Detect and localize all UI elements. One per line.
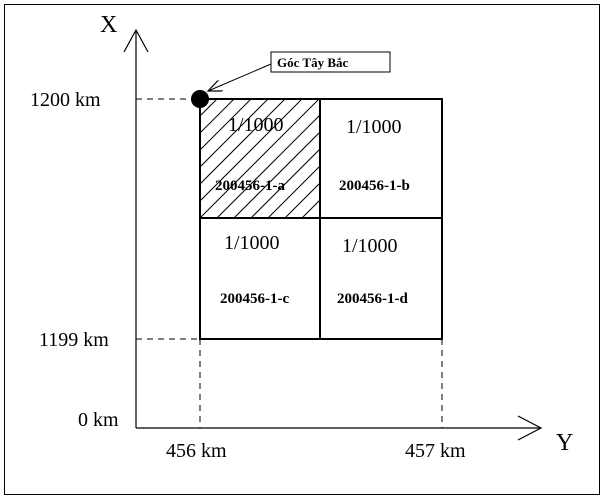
hatch-line (421, 99, 540, 218)
hatch-line (438, 99, 557, 218)
x-axis-letter: X (100, 12, 117, 38)
tick-label-1200: 1200 km (30, 89, 101, 111)
hatch-line (200, 99, 201, 100)
callout-label: Góc Tây Bắc (277, 55, 348, 70)
callout-box (270, 51, 391, 73)
x-axis-arrowhead (123, 28, 149, 53)
hatch-line (233, 131, 320, 218)
hatch-line (250, 148, 320, 218)
sheet-b-scale: 1/1000 (346, 116, 402, 138)
hatch-line (387, 99, 506, 218)
northwest-corner-dot (191, 90, 209, 108)
hatch-line (216, 114, 320, 218)
y-axis-arrowhead (517, 415, 543, 441)
hatch-line (200, 99, 269, 168)
tick-label-456: 456 km (166, 440, 227, 462)
sheet-a-code: 200456-1-a (215, 178, 285, 194)
sheet-b-code: 200456-1-b (339, 178, 410, 194)
sheet-a-hatching (200, 99, 557, 218)
hatch-line (200, 99, 303, 202)
diagram-frame (4, 4, 600, 495)
tick-label-457: 457 km (405, 440, 466, 462)
tick-label-0: 0 km (78, 409, 119, 431)
hatch-line (200, 99, 235, 134)
hatch-line (200, 99, 286, 185)
sheet-c-scale: 1/1000 (224, 232, 280, 254)
sheet-d-code: 200456-1-d (337, 291, 408, 307)
sheet-a-scale: 1/1000 (228, 114, 284, 136)
hatch-line (404, 99, 523, 218)
hatch-line (267, 165, 320, 218)
hatch-line (284, 182, 320, 218)
sheet-d-scale: 1/1000 (342, 235, 398, 257)
y-axis-letter: Y (556, 430, 573, 456)
hatch-line (200, 99, 320, 218)
sheet-c-code: 200456-1-c (220, 291, 289, 307)
callout-leader-line (208, 63, 272, 91)
hatch-line (200, 99, 252, 151)
tick-label-1199: 1199 km (39, 329, 109, 351)
